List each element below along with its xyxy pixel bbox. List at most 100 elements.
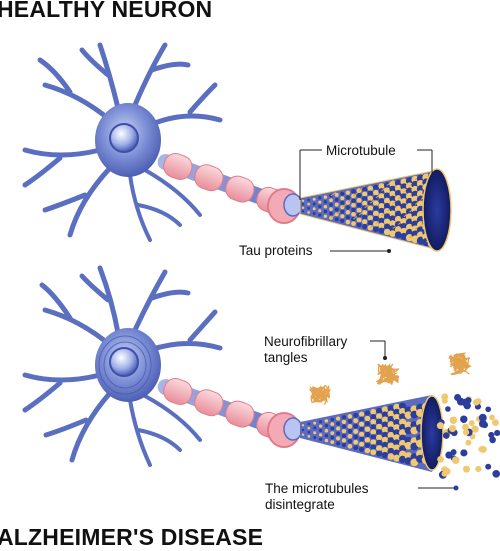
alzheimers-disease-title: ALZHEIMER'S DISEASE <box>0 524 264 550</box>
tubulin-dot <box>398 418 407 426</box>
tubulin-dot <box>330 426 335 431</box>
tubulin-dot <box>301 428 305 432</box>
tubulin-dot <box>340 200 345 205</box>
tubulin-dot <box>443 432 450 439</box>
tubulin-dot <box>334 197 339 202</box>
tubulin-dot <box>345 190 351 195</box>
tubulin-dot <box>398 429 407 437</box>
tubulin-dot <box>367 195 374 202</box>
tubulin-dot <box>323 200 328 204</box>
tubulin-dot <box>441 397 448 404</box>
tubulin-dot <box>364 437 371 443</box>
tubulin-dot <box>324 428 329 433</box>
tubulin-dot <box>393 444 401 452</box>
tubulin-dot <box>353 423 359 429</box>
tubulin-dot <box>318 428 323 433</box>
tubulin-dot <box>353 418 359 424</box>
tubulin-dot <box>376 418 383 425</box>
tubulin-dot <box>356 202 362 208</box>
tubulin-dot <box>307 206 310 210</box>
tubulin-dot <box>376 450 383 457</box>
tubulin-dot <box>462 429 470 436</box>
tubulin-dot <box>381 441 389 449</box>
tubulin-dot <box>324 424 329 428</box>
tubulin-dot <box>378 197 385 205</box>
tubulin-dot <box>347 433 353 439</box>
tubulin-dot <box>324 438 329 443</box>
tubulin-dot <box>393 403 401 411</box>
tubulin-dot <box>345 210 351 215</box>
microtubule-label: Microtubule <box>326 143 396 158</box>
tubulin-dot <box>313 436 317 439</box>
tubulin-dot <box>387 421 395 428</box>
tubulin-dot <box>356 207 362 213</box>
tubulin-dot <box>370 418 377 425</box>
tubulin-dot <box>358 436 365 442</box>
tubulin-dot <box>454 393 462 402</box>
tubulin-dot <box>373 210 379 217</box>
tubulin-dot <box>451 456 460 465</box>
tubulin-dot <box>373 215 379 222</box>
tubulin-dot <box>367 205 374 211</box>
tubulin-dot <box>364 410 371 416</box>
tubulin-dot <box>301 210 305 213</box>
alzheimers-neuron <box>22 265 500 491</box>
tubulin-dot <box>307 198 310 202</box>
tubulin-dot <box>394 231 402 239</box>
tubulin-dot <box>340 218 345 223</box>
tubulin-dot <box>340 191 345 196</box>
tangle-strand <box>312 384 330 403</box>
tubulin-dot <box>494 429 500 436</box>
tubulin-dot <box>347 418 353 424</box>
myelin-sheath <box>163 153 193 180</box>
tubulin-dot <box>410 458 419 467</box>
tubulin-dot <box>383 197 391 204</box>
tubulin-dot <box>449 416 458 424</box>
tubulin-dot <box>376 439 383 446</box>
disintegrating-microtubule <box>300 393 500 479</box>
tubulin-dot <box>389 180 396 188</box>
tubulin-dot <box>383 218 391 225</box>
tubulin-dot <box>398 455 407 464</box>
tubulin-dot <box>329 211 333 216</box>
tubulin-dot <box>336 436 341 441</box>
tubulin-dot <box>362 191 368 197</box>
tubulin-dot <box>301 199 305 202</box>
tubulin-dot <box>347 414 353 419</box>
tubulin-dot <box>345 214 351 220</box>
tubulin-dot <box>398 450 407 458</box>
tubulin-dot <box>378 202 385 210</box>
tubulin-dot <box>398 402 407 410</box>
tubulin-dot <box>460 415 468 423</box>
tubulin-dot <box>387 431 395 439</box>
tubulin-dot <box>405 177 414 185</box>
tubulin-dot <box>364 431 371 438</box>
tubulin-dot <box>398 445 407 453</box>
tubulin-dot <box>472 399 480 406</box>
tubulin-dot <box>400 183 408 191</box>
tubulin-dot <box>404 457 413 465</box>
tubulin-dot <box>445 406 451 412</box>
tubulin-dot <box>336 426 341 431</box>
tubulin-dot <box>370 444 377 451</box>
tubulin-dot <box>318 424 323 428</box>
tubulin-dot <box>329 207 333 211</box>
tubulin-dot <box>312 212 316 215</box>
tubulin-dot <box>358 431 365 437</box>
tubulin-dot <box>492 419 499 426</box>
healthy-neuron <box>22 42 452 253</box>
tubulin-dot <box>358 441 365 447</box>
tubulin-dot <box>393 413 401 421</box>
tubulin-dot <box>378 217 385 224</box>
tubulin-dot <box>378 227 385 234</box>
scattered-tubulin <box>436 393 500 479</box>
tubulin-dot <box>373 200 379 207</box>
tubulin-dot <box>324 419 329 423</box>
disintegrate-label-line2: disintegrate <box>265 497 335 512</box>
tubulin-dot <box>362 195 368 202</box>
tangle-strand <box>375 363 396 386</box>
tubulin-dot <box>370 429 377 435</box>
tubulin-dot <box>478 446 485 453</box>
tubulin-dot <box>362 219 368 225</box>
tubulin-dot <box>394 184 402 192</box>
